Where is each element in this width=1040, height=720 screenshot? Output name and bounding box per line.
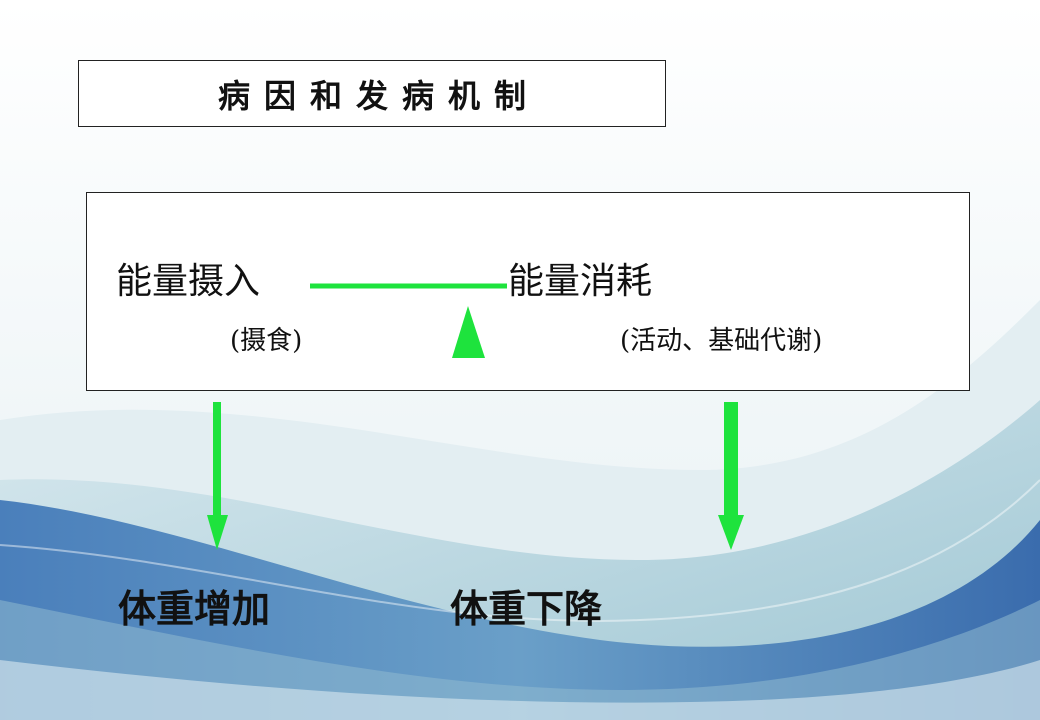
weight-loss-label: 体重下降 [450,586,603,631]
title-box: 病因和发病机制 [78,60,666,127]
slide-title: 病因和发病机制 [217,76,540,115]
balance-fulcrum [452,306,485,358]
arrow-down-right [718,402,744,550]
energy-expenditure-label: 能量消耗 [508,261,653,302]
energy-intake-note: (摄食) [230,326,303,356]
weight-gain-label: 体重增加 [118,586,271,631]
energy-expenditure-note: (活动、基础代谢) [620,326,823,356]
arrow-down-left [207,402,228,550]
energy-intake-label: 能量摄入 [116,261,261,302]
balance-box [86,192,970,391]
